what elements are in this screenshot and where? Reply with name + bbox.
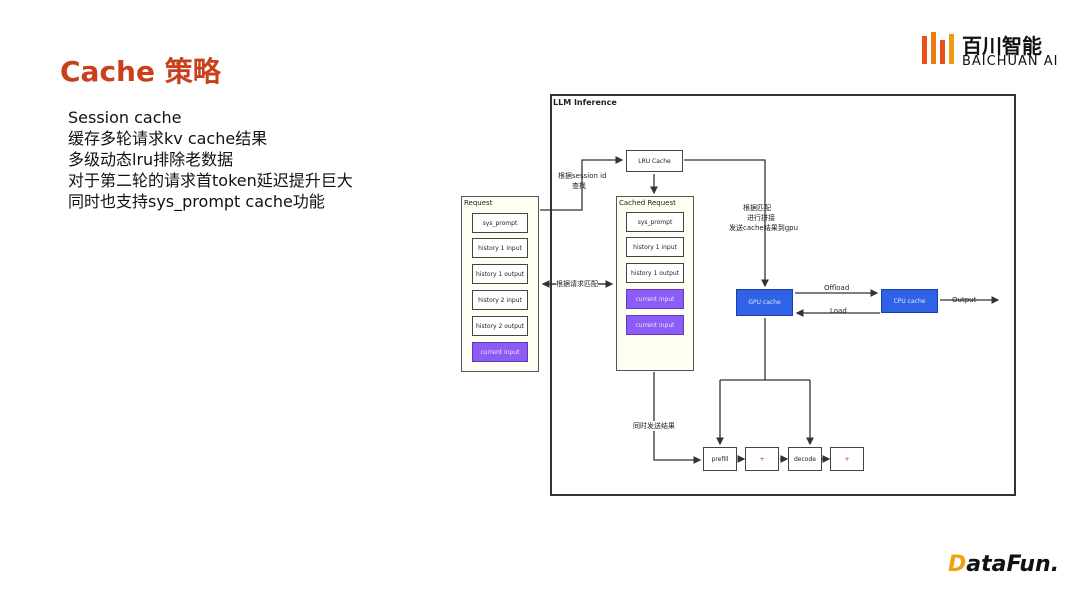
offload-label: Offload <box>824 284 850 292</box>
cached-item: history 1 output <box>626 263 684 283</box>
bullet-item: 缓存多轮请求kv cache结果 <box>68 129 268 148</box>
bullet-list: Session cache 缓存多轮请求kv cache结果 多级动态lru排除… <box>68 107 353 212</box>
cached-panel-title: Cached Request <box>619 199 676 207</box>
cached-item-current: current input <box>626 315 684 335</box>
request-item-current: current input <box>472 342 528 362</box>
prefill-box: prefill <box>703 447 737 471</box>
prefill-label: prefill <box>711 455 729 463</box>
request-item: history 2 input <box>472 290 528 310</box>
bullet-item: 同时也支持sys_prompt cache功能 <box>68 192 325 211</box>
logo-text-cn: 百川智能 <box>962 34 1042 58</box>
bullet-item: Session cache <box>68 108 182 127</box>
cached-item: history 1 input <box>626 237 684 257</box>
plus-label: + <box>759 455 765 463</box>
bullet-item: 多级动态lru排除老数据 <box>68 150 234 169</box>
datafun-logo: DataFun. <box>948 552 1059 577</box>
lru-cache-label: LRU Cache <box>638 157 671 165</box>
decode-label: decode <box>794 455 816 463</box>
plus-label: + <box>844 455 850 463</box>
slide-title: Cache 策略 <box>60 55 221 88</box>
logo-text-en: BAICHUAN AI <box>962 54 1059 69</box>
request-item: sys_prompt <box>472 213 528 233</box>
bullet-item: 对于第二轮的请求首token延迟提升巨大 <box>68 171 353 190</box>
label-send-result: 同时发送结果 <box>633 421 675 431</box>
cpu-cache-box: CPU cache <box>881 289 938 313</box>
label-match-2: 进行拼接 <box>747 214 775 222</box>
request-panel-title: Request <box>464 199 493 207</box>
label-match-request: 根据请求匹配 <box>556 279 598 289</box>
output-label: Output <box>952 296 977 304</box>
baichuan-logo: 百川智能 BAICHUAN AI <box>918 28 1058 70</box>
request-item: history 2 output <box>472 316 528 336</box>
datafun-d: D <box>948 552 967 577</box>
label-match-1: 根据匹配 <box>743 204 771 212</box>
label-send-gpu: 发送cache结果到gpu <box>729 224 799 232</box>
cached-item-current: current input <box>626 289 684 309</box>
plus-box: + <box>830 447 864 471</box>
baichuan-logo-icon <box>922 32 954 64</box>
label-session-lookup-2: 查找 <box>572 182 586 190</box>
request-item: history 1 output <box>472 264 528 284</box>
datafun-rest: ataFun. <box>966 552 1060 577</box>
plus-box: + <box>745 447 779 471</box>
gpu-cache-box: GPU cache <box>736 289 793 316</box>
cached-item: sys_prompt <box>626 212 684 232</box>
decode-box: decode <box>788 447 822 471</box>
load-label: Load <box>830 307 847 315</box>
diagram-frame <box>550 94 1016 496</box>
request-item: history 1 input <box>472 238 528 258</box>
lru-cache-box: LRU Cache <box>626 150 683 172</box>
label-session-lookup-1: 根据session id <box>558 172 607 180</box>
diagram-title: LLM Inference <box>553 98 617 107</box>
